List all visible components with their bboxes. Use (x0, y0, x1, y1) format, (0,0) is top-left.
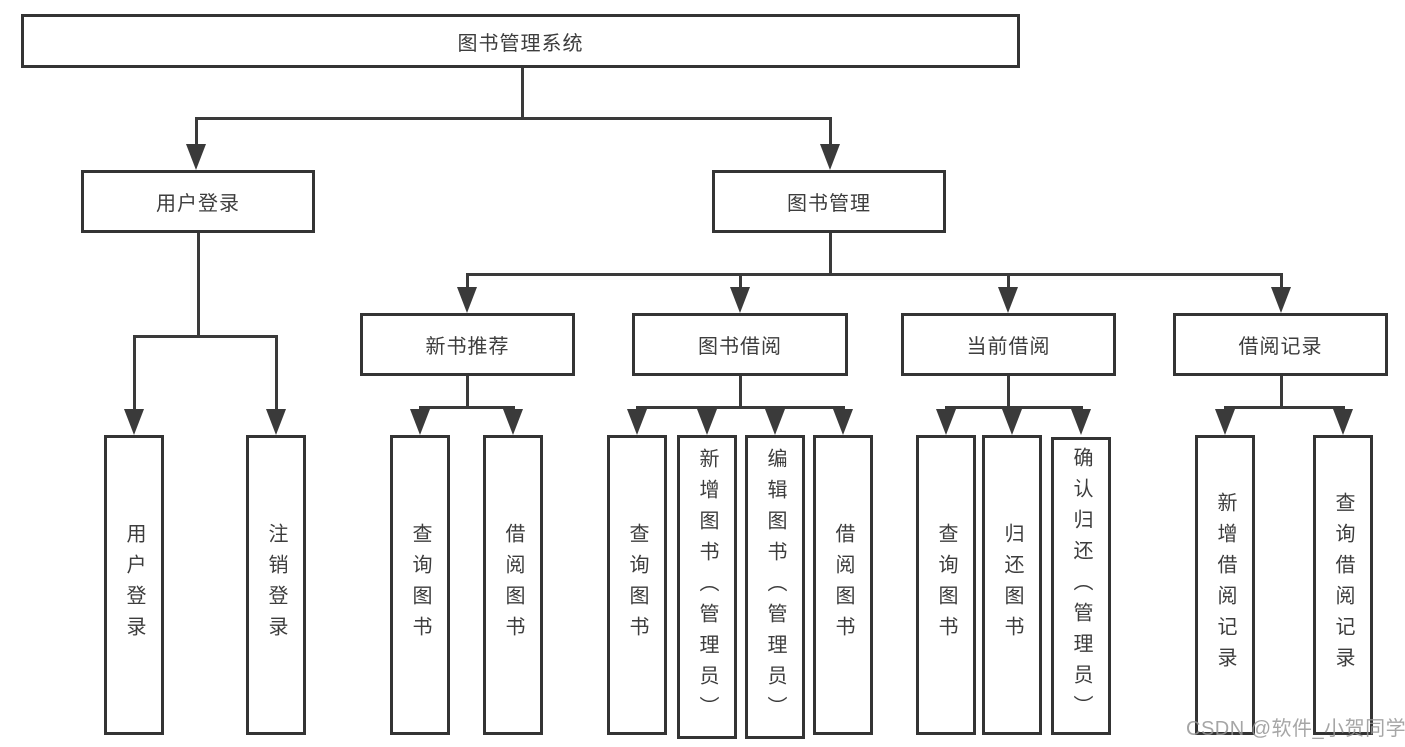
arrowhead-down-icon (266, 409, 286, 435)
node-label: 归还图书 (1001, 523, 1023, 647)
arrowhead-down-icon (1271, 287, 1291, 313)
arrowhead-down-icon (833, 409, 853, 435)
connector-drop (465, 273, 469, 289)
node-label: 借阅图书 (502, 523, 524, 647)
node-leaf-query-books-current: 查询图书 (916, 435, 976, 735)
arrowhead-down-icon (1071, 409, 1091, 435)
connector-drop (773, 406, 777, 411)
connector-bar (944, 406, 1083, 409)
node-label: 查询借阅记录 (1332, 492, 1354, 678)
node-label: 注销登录 (265, 523, 287, 647)
node-user-login: 用户登录 (81, 170, 315, 233)
node-label: 用户登录 (156, 193, 240, 215)
node-current-borrow: 当前借阅 (901, 313, 1116, 376)
node-label: 确认归还（管理员） (1070, 446, 1092, 726)
connector-drop (1223, 406, 1227, 411)
arrowhead-down-icon (1333, 409, 1353, 435)
arrowhead-down-icon (186, 144, 206, 170)
connector-drop (132, 335, 136, 411)
node-label: 编辑图书（管理员） (764, 447, 786, 727)
node-leaf-logout: 注销登录 (246, 435, 306, 735)
arrowhead-down-icon (765, 409, 785, 435)
connector-drop (1010, 406, 1014, 411)
node-label: 查询图书 (409, 523, 431, 647)
connector-drop (705, 406, 709, 411)
connector-stem (520, 68, 524, 120)
connector-drop (274, 335, 278, 411)
connector-stem (1279, 376, 1283, 409)
node-book-management: 图书管理 (712, 170, 946, 233)
arrowhead-down-icon (936, 409, 956, 435)
connector-stem (738, 376, 742, 409)
node-leaf-query-books-recommend: 查询图书 (390, 435, 450, 735)
connector-drop (1279, 273, 1283, 289)
connector-stem (196, 233, 200, 338)
node-label: 图书管理系统 (457, 32, 584, 55)
connector-drop (635, 406, 639, 411)
arrowhead-down-icon (730, 287, 750, 313)
arrowhead-down-icon (697, 409, 717, 435)
node-label: 查询图书 (626, 523, 648, 647)
connector-bar (465, 273, 1283, 276)
connector-stem (828, 233, 832, 276)
arrowhead-down-icon (820, 144, 840, 170)
node-leaf-add-borrow-record: 新增借阅记录 (1195, 435, 1255, 735)
node-leaf-edit-books-admin: 编辑图书（管理员） (745, 435, 805, 739)
node-label: 借阅记录 (1238, 336, 1323, 358)
arrowhead-down-icon (1215, 409, 1235, 435)
node-label: 当前借阅 (966, 336, 1051, 358)
connector-drop (418, 406, 422, 411)
node-borrow-records: 借阅记录 (1173, 313, 1388, 376)
node-leaf-borrow-books: 借阅图书 (813, 435, 873, 735)
arrowhead-down-icon (1002, 409, 1022, 435)
connector-stem (465, 376, 469, 409)
node-library-management-system: 图书管理系统 (21, 14, 1020, 68)
connector-bar (635, 406, 845, 409)
node-leaf-query-books-borrow: 查询图书 (607, 435, 667, 735)
connector-stem (1006, 376, 1010, 409)
connector-drop (828, 117, 832, 146)
connector-drop (1079, 406, 1083, 411)
node-label: 图书借阅 (698, 336, 782, 358)
node-leaf-add-books-admin: 新增图书（管理员） (677, 435, 737, 739)
connector-bar (194, 117, 832, 120)
arrowhead-down-icon (503, 409, 523, 435)
connector-bar (418, 406, 515, 409)
connector-drop (511, 406, 515, 411)
connector-bar (132, 335, 278, 338)
node-label: 查询图书 (935, 523, 957, 647)
node-leaf-return-books: 归还图书 (982, 435, 1042, 735)
node-label: 图书管理 (787, 193, 871, 215)
csdn-watermark: CSDN @软件_小贺同学 (1186, 718, 1405, 740)
node-leaf-user-login: 用户登录 (104, 435, 164, 735)
connector-drop (944, 406, 948, 411)
connector-drop (194, 117, 198, 146)
connector-drop (738, 273, 742, 289)
node-leaf-borrow-books-recommend: 借阅图书 (483, 435, 543, 735)
node-label: 借阅图书 (832, 523, 854, 647)
arrowhead-down-icon (627, 409, 647, 435)
node-label: 新增借阅记录 (1214, 492, 1236, 678)
node-label: 用户登录 (123, 523, 145, 647)
arrowhead-down-icon (410, 409, 430, 435)
arrowhead-down-icon (998, 287, 1018, 313)
connector-drop (1341, 406, 1345, 411)
node-label: 新增图书（管理员） (696, 447, 718, 727)
node-leaf-query-borrow-record: 查询借阅记录 (1313, 435, 1373, 735)
connector-drop (1006, 273, 1010, 289)
node-book-borrow: 图书借阅 (632, 313, 848, 376)
node-label: 新书推荐 (425, 336, 510, 358)
arrowhead-down-icon (124, 409, 144, 435)
connector-drop (841, 406, 845, 411)
arrowhead-down-icon (457, 287, 477, 313)
connector-bar (1223, 406, 1345, 409)
node-new-book-recommend: 新书推荐 (360, 313, 575, 376)
node-leaf-confirm-return-admin: 确认归还（管理员） (1051, 437, 1111, 735)
